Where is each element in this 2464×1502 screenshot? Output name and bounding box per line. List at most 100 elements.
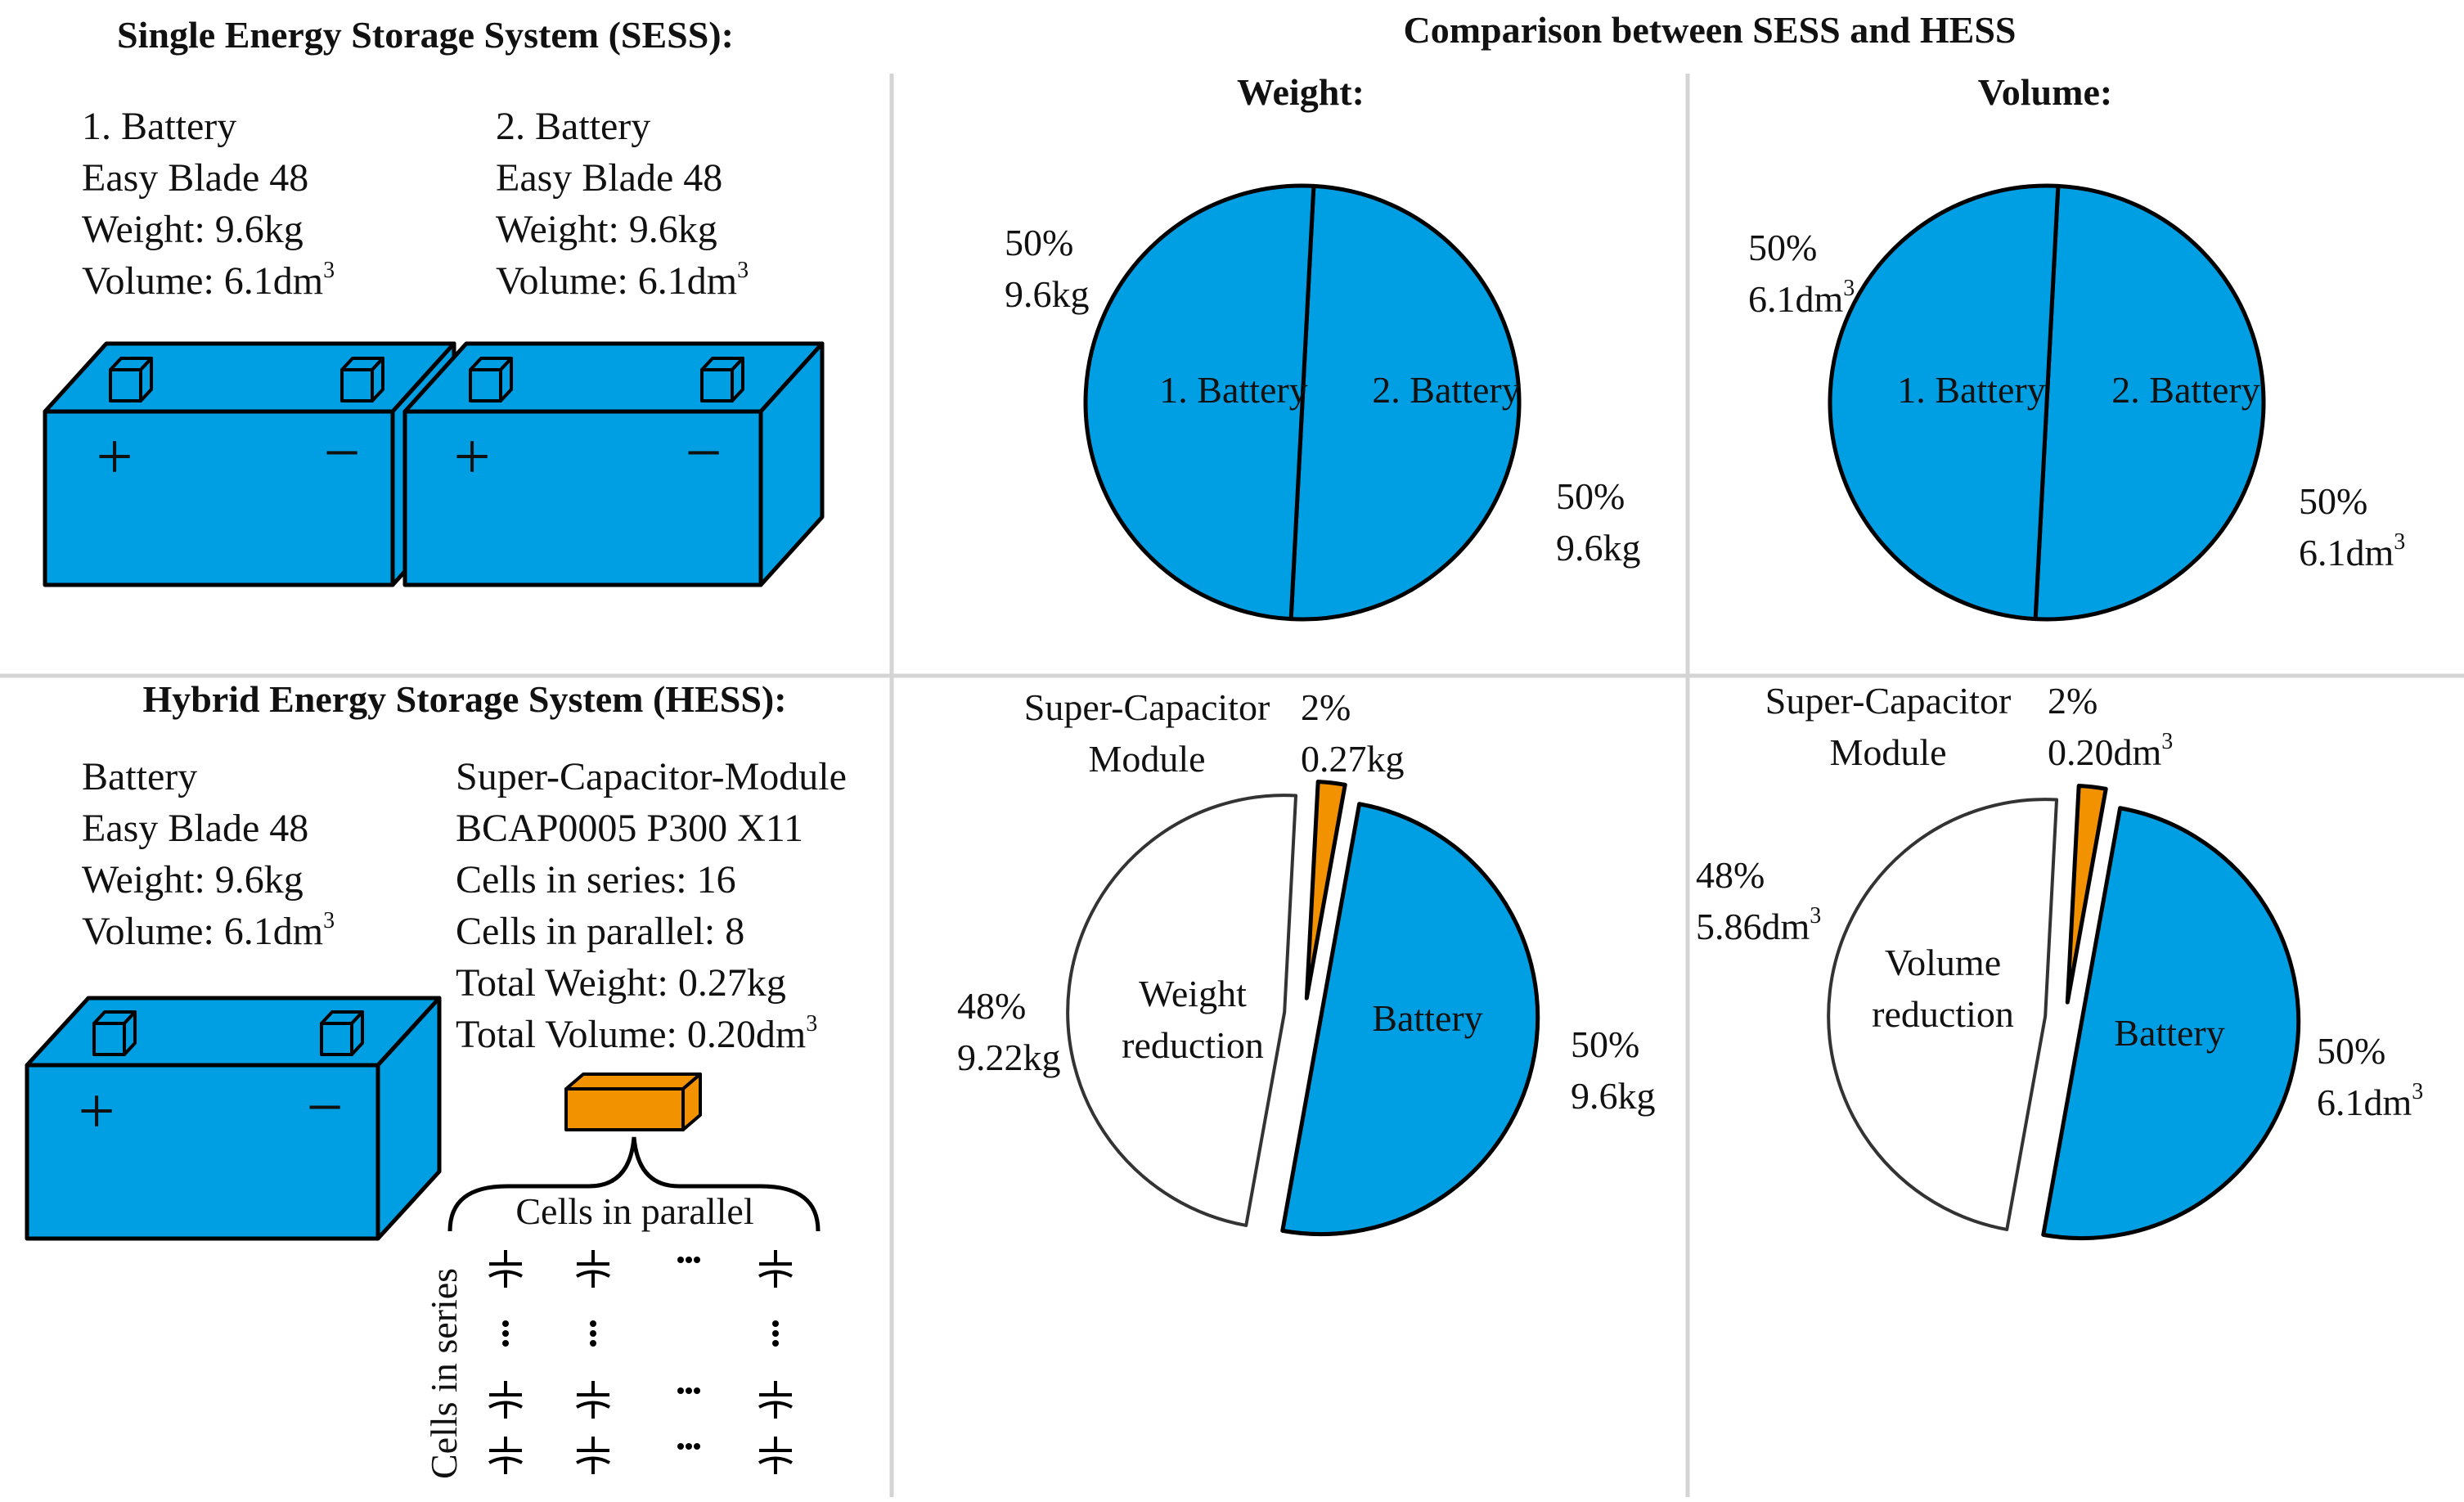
module-total-volume: Total Volume: 0.20dm3 xyxy=(456,1011,817,1056)
terminal-cube-icon xyxy=(92,1010,137,1056)
superscript-3: 3 xyxy=(2412,1079,2423,1104)
hess-module-specs: Super-Capacitor-Module BCAP0005 P300 X11… xyxy=(456,755,847,1056)
sess-heading: Single Energy Storage System (SESS): xyxy=(117,14,734,56)
hess-battery-name: Battery xyxy=(82,755,197,798)
capacitor-icon xyxy=(576,1250,610,1288)
reduction-label-line2: reduction xyxy=(1872,993,2014,1035)
superscript-3: 3 xyxy=(1843,276,1855,301)
hess-battery-weight: Weight: 9.6kg xyxy=(82,858,304,902)
capacitor-icon xyxy=(576,1437,610,1474)
slice-battery-2 xyxy=(2033,183,2266,622)
sess-battery2-volume: Volume: 6.1dm3 xyxy=(496,258,749,303)
reduction-value: 5.86dm3 xyxy=(1696,903,1821,947)
hess-battery-illustration: + − xyxy=(25,996,442,1241)
capacitor-icon xyxy=(758,1437,793,1474)
cells-series-label: Cells in series xyxy=(423,1268,465,1479)
supercap-label-line1: Super-Capacitor xyxy=(1765,680,2012,722)
terminal-cube-icon xyxy=(320,1010,364,1056)
capacitor-icon xyxy=(488,1437,523,1474)
supercap-value: 0.20dm3 xyxy=(2048,729,2173,773)
supercap-label-line2: Module xyxy=(1829,731,1946,773)
capacitor-icon xyxy=(758,1250,793,1288)
comparison-heading: Comparison between SESS and HESS xyxy=(1404,9,2017,51)
capacitor-icon xyxy=(758,1381,793,1419)
left-percent: 50% xyxy=(1748,227,1817,268)
weight-heading: Weight: xyxy=(1237,71,1365,113)
slice-label-battery1: 1. Battery xyxy=(1159,369,1307,411)
battery-percent: 50% xyxy=(1571,1023,1639,1065)
plus-sign: + xyxy=(453,421,490,493)
ellipsis-dots xyxy=(590,1320,596,1347)
superscript-3: 3 xyxy=(1810,903,1821,929)
module-total-weight: Total Weight: 0.27kg xyxy=(456,961,786,1005)
slice-label-battery2: 2. Battery xyxy=(2111,369,2259,411)
battery-slice-label: Battery xyxy=(1372,997,1482,1039)
module-cells-series: Cells in series: 16 xyxy=(456,858,736,902)
hess-weight-labels: Super-Capacitor Module 2% 0.27kg Weight … xyxy=(957,686,1656,1117)
minus-sign: − xyxy=(685,417,722,489)
superscript-3: 3 xyxy=(323,258,335,283)
reduction-percent: 48% xyxy=(957,985,1026,1027)
left-value: 9.6kg xyxy=(1005,273,1090,315)
ellipsis-dots xyxy=(772,1320,779,1347)
supercap-value-text: 0.20dm xyxy=(2048,731,2162,773)
terminal-cube-icon xyxy=(109,357,153,402)
module-name: Super-Capacitor-Module xyxy=(456,755,847,798)
supercap-percent: 2% xyxy=(1301,686,1351,728)
pie-hess-weight xyxy=(1066,779,1538,1234)
hess-heading: Hybrid Energy Storage System (HESS): xyxy=(142,678,786,720)
capacitor-icon xyxy=(488,1250,523,1288)
superscript-3: 3 xyxy=(323,908,335,933)
superscript-3: 3 xyxy=(2394,529,2405,555)
capacitor-icon xyxy=(576,1381,610,1419)
sess-battery2-name: 2. Battery xyxy=(496,105,650,148)
module-model: BCAP0005 P300 X11 xyxy=(456,807,803,850)
reduction-value: 9.22kg xyxy=(957,1037,1061,1078)
slice-reduction xyxy=(1827,798,2059,1231)
minus-sign: − xyxy=(323,417,360,489)
pie-sess-weight xyxy=(1083,183,1522,622)
superscript-3: 3 xyxy=(2161,729,2173,754)
superscript-3: 3 xyxy=(806,1011,817,1037)
slice-battery xyxy=(1283,804,1538,1234)
sess-weight-labels: 1. Battery 2. Battery 50% 9.6kg 50% 9.6k… xyxy=(1005,222,1641,569)
battery-slice-label: Battery xyxy=(2114,1012,2224,1054)
left-value: 6.1dm3 xyxy=(1748,276,1855,320)
sess-battery1-illustration: + − xyxy=(43,341,456,587)
hess-volume-labels: Super-Capacitor Module 2% 0.20dm3 Volume… xyxy=(1696,680,2423,1123)
sess-battery1-weight: Weight: 9.6kg xyxy=(82,208,304,251)
battery-percent: 50% xyxy=(2317,1030,2385,1072)
battery-top-face xyxy=(43,341,456,414)
plus-sign: + xyxy=(96,421,133,493)
slice-supercap xyxy=(2065,783,2108,1005)
capacitor-grid xyxy=(488,1250,793,1474)
volume-heading: Volume: xyxy=(1978,71,2112,113)
supercap-percent: 2% xyxy=(2048,680,2098,722)
supercap-label-line2: Module xyxy=(1088,738,1205,780)
sess-battery1-specs: 1. Battery Easy Blade 48 Weight: 9.6kg V… xyxy=(82,105,335,303)
battery-front-face xyxy=(43,409,395,587)
ellipsis-dots xyxy=(677,1387,700,1394)
sess-battery2-weight: Weight: 9.6kg xyxy=(496,208,717,251)
hess-battery-model: Easy Blade 48 xyxy=(82,807,308,850)
module-front-face xyxy=(564,1087,685,1131)
slice-battery-1 xyxy=(1828,183,2061,622)
supercap-module-illustration xyxy=(564,1073,702,1131)
reduction-value-text: 5.86dm xyxy=(1696,906,1810,947)
capacitor-icon xyxy=(488,1381,523,1419)
cells-parallel-label: Cells in parallel xyxy=(515,1190,753,1232)
slice-battery xyxy=(2044,808,2299,1239)
battery-top-face xyxy=(25,996,442,1068)
module-top-face xyxy=(564,1073,702,1091)
hess-battery-volume-text: Volume: 6.1dm xyxy=(82,910,323,953)
slice-reduction xyxy=(1066,794,1298,1227)
slice-battery-1 xyxy=(1083,183,1316,622)
sess-volume-labels: 1. Battery 2. Battery 50% 6.1dm3 50% 6.1… xyxy=(1748,227,2405,573)
superscript-3: 3 xyxy=(737,258,749,283)
sess-battery2-volume-text: Volume: 6.1dm xyxy=(496,259,737,303)
right-value: 9.6kg xyxy=(1556,527,1641,569)
slice-label-battery2: 2. Battery xyxy=(1372,369,1520,411)
left-value-text: 6.1dm xyxy=(1748,278,1844,320)
right-percent: 50% xyxy=(2299,480,2367,522)
